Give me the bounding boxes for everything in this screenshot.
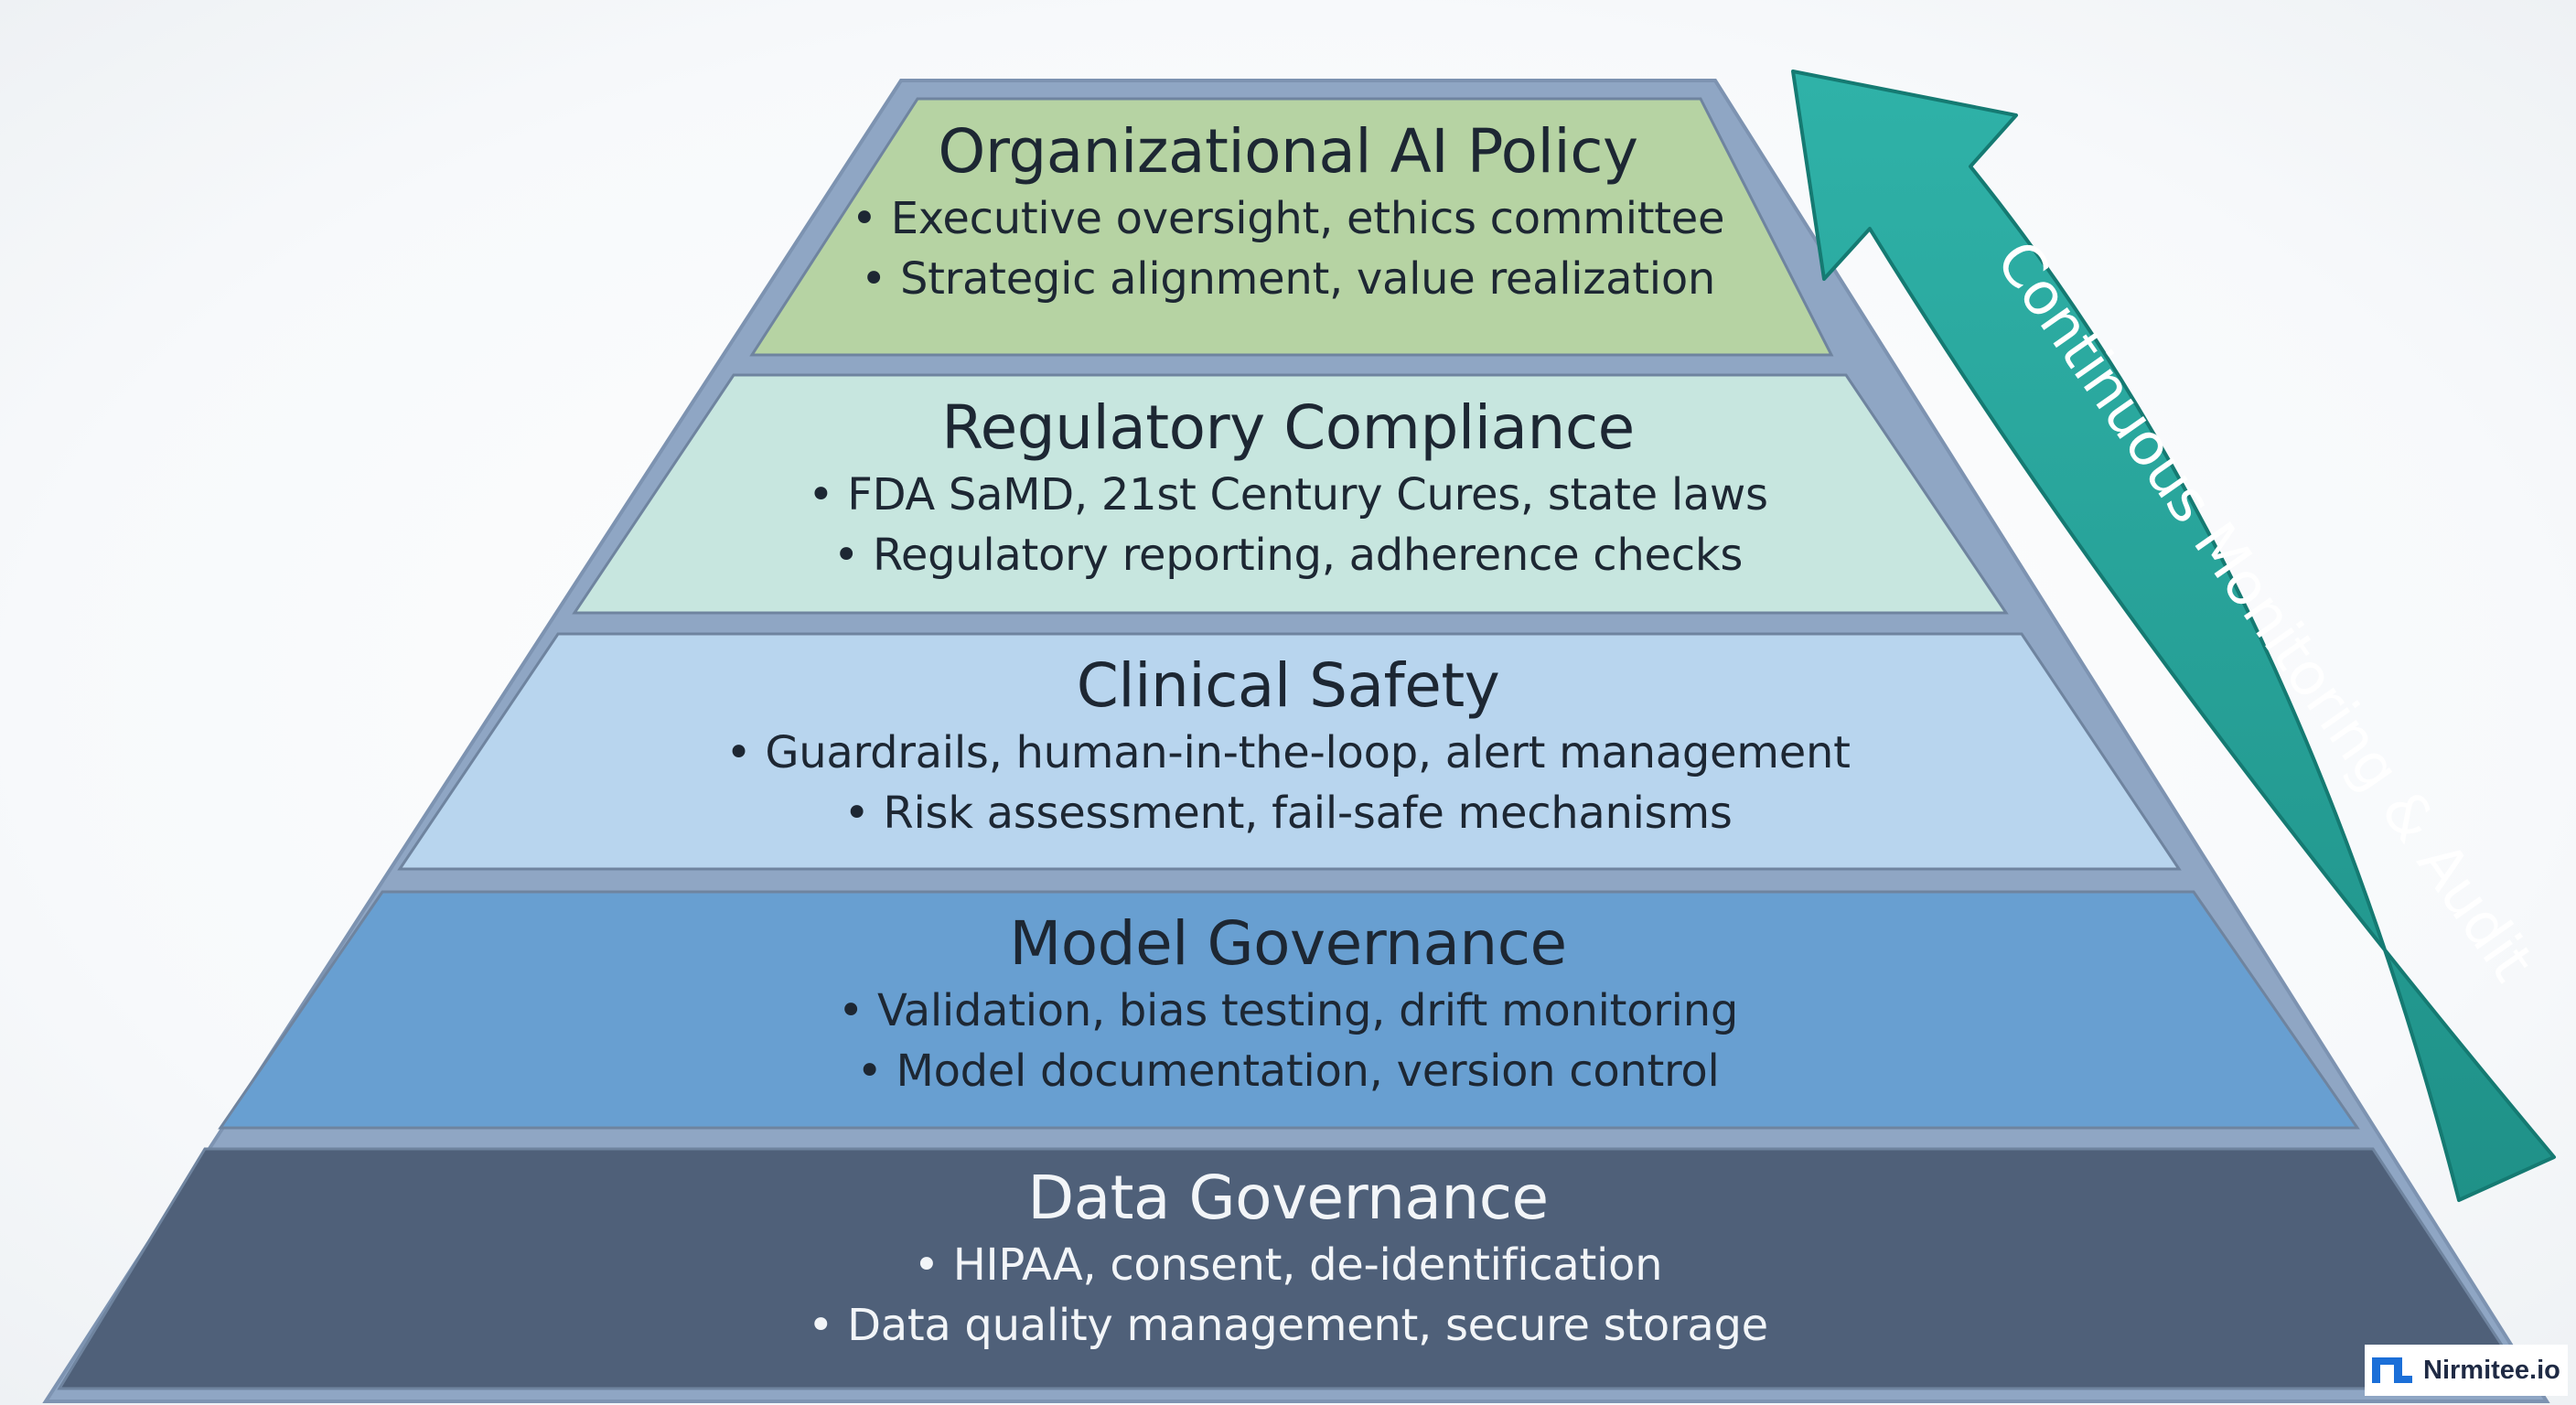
logo-text: Nirmitee.io xyxy=(2423,1355,2560,1385)
tier-model-governance: Model Governance Validation, bias testin… xyxy=(0,907,2576,1101)
tier-regulatory-compliance: Regulatory Compliance FDA SaMD, 21st Cen… xyxy=(0,391,2576,585)
tier-bullet: Executive oversight, ethics committee xyxy=(0,188,2576,249)
tier-bullet: Validation, bias testing, drift monitori… xyxy=(0,981,2576,1041)
tier-organizational-ai-policy: Organizational AI Policy Executive overs… xyxy=(0,115,2576,309)
tier-title: Data Governance xyxy=(1027,1163,1549,1233)
tier-title: Model Governance xyxy=(1009,908,1567,979)
tier-bullet: Strategic alignment, value realization xyxy=(0,249,2576,309)
tier-title: Clinical Safety xyxy=(1076,650,1500,721)
nirmitee-logo-icon xyxy=(2372,1357,2412,1383)
tier-bullet: Regulatory reporting, adherence checks xyxy=(0,525,2576,585)
tier-bullet: Guardrails, human-in-the-loop, alert man… xyxy=(0,723,2576,783)
tier-clinical-safety: Clinical Safety Guardrails, human-in-the… xyxy=(0,649,2576,843)
tier-title: Regulatory Compliance xyxy=(941,392,1635,463)
tier-bullet: Risk assessment, fail-safe mechanisms xyxy=(0,783,2576,843)
tier-bullet: FDA SaMD, 21st Century Cures, state laws xyxy=(0,465,2576,525)
tier-bullet: HIPAA, consent, de-identification xyxy=(0,1235,2576,1295)
logo: Nirmitee.io xyxy=(2365,1345,2568,1396)
tier-title: Organizational AI Policy xyxy=(938,116,1638,187)
tier-bullet: Data quality management, secure storage xyxy=(0,1295,2576,1356)
tier-bullet: Model documentation, version control xyxy=(0,1041,2576,1101)
tier-data-governance: Data Governance HIPAA, consent, de-ident… xyxy=(0,1162,2576,1356)
